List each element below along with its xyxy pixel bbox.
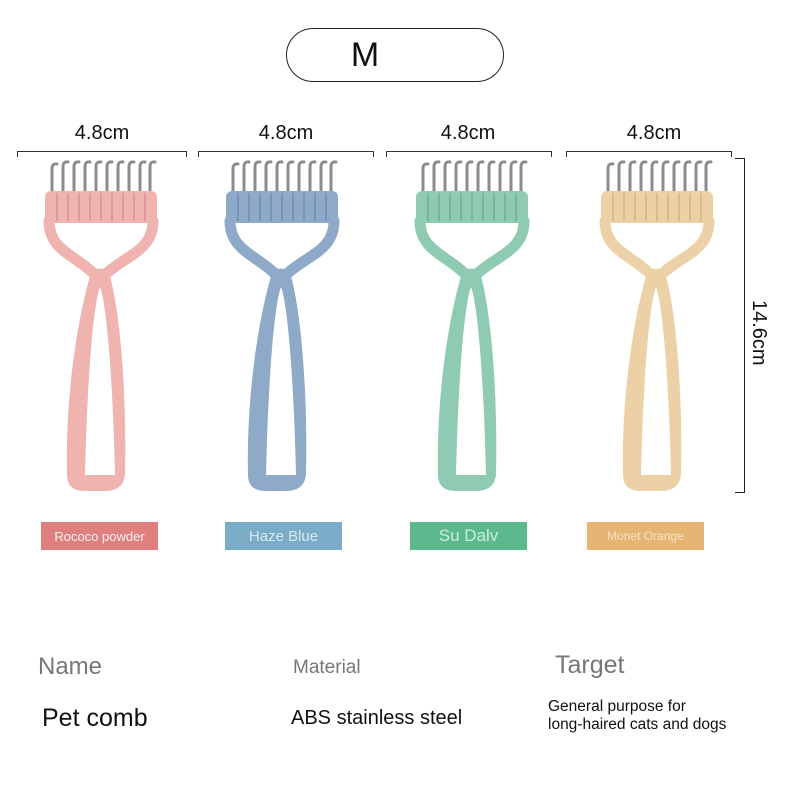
comb-image-su-dalv: [414, 160, 530, 491]
width-bracket-2: [198, 151, 374, 157]
width-label-1: 4.8cm: [74, 122, 130, 144]
color-name: Rococo powder: [54, 528, 145, 544]
height-bracket: [735, 158, 745, 493]
spec-value-target-line2: long-haired cats and dogs: [548, 716, 727, 733]
width-label-3: 4.8cm: [440, 122, 496, 144]
width-bracket-4: [566, 151, 732, 157]
comb-image-monet-orange: [599, 160, 715, 491]
spec-heading-target: Target: [555, 651, 625, 679]
width-bracket-1: [17, 151, 187, 157]
color-badge-rococo-powder: Rococo powder: [41, 522, 158, 550]
color-badge-haze-blue: Haze Blue: [225, 522, 342, 550]
color-name: Haze Blue: [248, 527, 319, 545]
comb-image-rococo-powder: [43, 160, 159, 491]
width-label-2: 4.8cm: [258, 122, 314, 144]
color-name: Su Dalv: [438, 526, 499, 545]
spec-value-target: General purpose for long-haired cats and…: [548, 698, 726, 734]
color-badge-su-dalv: Su Dalv: [410, 522, 527, 550]
comb-image-haze-blue: [224, 160, 340, 491]
spec-value-material: ABS stainless steel: [291, 707, 463, 729]
spec-heading-name: Name: [38, 653, 103, 680]
color-badge-monet-orange: Monet Orange: [587, 522, 704, 550]
size-badge: M: [286, 28, 504, 82]
width-label-4: 4.8cm: [626, 122, 682, 144]
spec-value-target-line1: General purpose for: [548, 698, 686, 715]
height-label: 14.6cm: [748, 300, 770, 366]
color-name: Monet Orange: [607, 529, 684, 543]
width-bracket-3: [386, 151, 552, 157]
size-label: M: [350, 35, 380, 74]
spec-heading-material: Material: [293, 657, 361, 678]
spec-value-name: Pet comb: [42, 704, 148, 732]
